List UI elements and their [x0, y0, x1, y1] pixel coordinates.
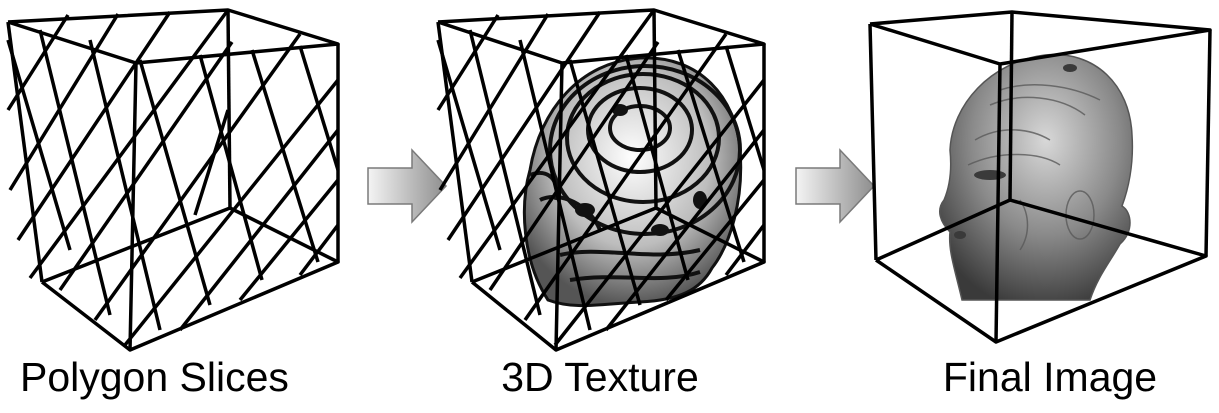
right-arrow-icon	[368, 150, 446, 222]
3d-texture-caption: 3D Texture	[480, 352, 720, 402]
polygon-slices-cube	[8, 10, 338, 350]
final-image-caption: Final Image	[920, 352, 1180, 402]
right-arrow-icon	[796, 150, 874, 222]
final-image-cube	[870, 12, 1210, 342]
3d-texture-cube	[438, 10, 764, 350]
polygon-slices-caption: Polygon Slices	[20, 352, 280, 402]
rendered-head	[940, 55, 1133, 300]
